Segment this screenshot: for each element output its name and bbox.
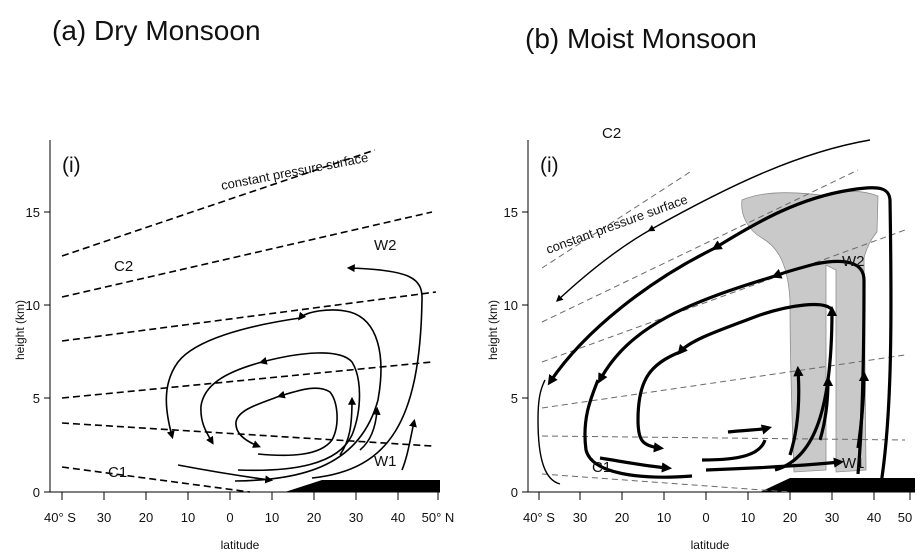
- panel-a-x-tick-label: 40° S: [44, 510, 76, 525]
- panel-a-cell-c1-label: C1: [108, 464, 127, 481]
- panel-b-y-tick-label: 5: [511, 391, 518, 406]
- panel-b-cell-c2-label: C2: [602, 125, 621, 142]
- panel-b-pressure-surfaces: [541, 169, 906, 493]
- panel-a-circulation: [165, 264, 423, 484]
- panel-a-y-tick-label: 5: [33, 391, 40, 406]
- panel-a-y-tick-label: 0: [33, 485, 40, 500]
- panel-b-x-tick-label: 40° S: [523, 510, 555, 525]
- panel-a-x-tick-label: 10: [181, 510, 195, 525]
- panel-b-cell-w2-label: W2: [842, 253, 865, 270]
- panel-b-y-tick-label: 15: [504, 205, 518, 220]
- panel-a-y-tick-marks: [44, 211, 50, 493]
- panel-b-x-tick-label: 50: [898, 510, 912, 525]
- panel-a-cell-w2-label: W2: [374, 237, 397, 254]
- panel-a-cell-w1-label: W1: [374, 453, 397, 470]
- panel-b-x-tick-label: 30: [825, 510, 839, 525]
- panel-a-x-tick-label: 20: [139, 510, 153, 525]
- panel-b-y-tick-label: 0: [511, 485, 518, 500]
- panel-b-y-axis-label: height (km): [486, 300, 500, 360]
- panel-b-x-axis-label: latitude: [691, 538, 730, 552]
- panel-a-y-tick-label: 10: [26, 298, 40, 313]
- panel-a: (a) Dry Monsoon 0 5 10 15 height (km) 40…: [13, 15, 454, 552]
- panel-a-x-tick-label: 30: [97, 510, 111, 525]
- panel-b-x-tick-label: 0: [702, 510, 709, 525]
- panel-b-outer-circulation: [537, 139, 871, 485]
- panel-a-x-tick-marks: [61, 492, 439, 500]
- panel-b-x-tick-label: 10: [741, 510, 755, 525]
- panel-a-y-axis-label: height (km): [13, 300, 27, 360]
- panel-a-cell-c2-label: C2: [114, 258, 133, 275]
- panel-a-x-tick-label: 0: [226, 510, 233, 525]
- panel-a-x-tick-label: 20: [307, 510, 321, 525]
- panel-b-title: (b) Moist Monsoon: [525, 23, 757, 54]
- panel-b-x-tick-label: 20: [615, 510, 629, 525]
- panel-a-y-tick-label: 15: [26, 205, 40, 220]
- panel-a-x-tick-label: 10: [265, 510, 279, 525]
- panel-b-constant-pressure-label: constant pressure surface: [544, 192, 690, 257]
- panel-b-y-tick-marks: [522, 211, 528, 493]
- panel-a-x-axis-label: latitude: [221, 538, 260, 552]
- panel-a-constant-pressure-label: constant pressure surface: [220, 150, 370, 193]
- panel-b-y-tick-label: 10: [504, 298, 518, 313]
- panel-b-x-tick-label: 40: [867, 510, 881, 525]
- panel-b-circulation-cells: [547, 186, 893, 491]
- panel-a-pressure-surfaces: [61, 149, 437, 493]
- panel-a-land-mass: [285, 480, 440, 492]
- panel-a-x-tick-label: 50° N: [422, 510, 455, 525]
- panel-b-x-tick-label: 10: [657, 510, 671, 525]
- panel-b-subpanel-label: (i): [540, 154, 559, 177]
- panel-b-cell-w1-label: W1: [842, 455, 865, 472]
- panel-a-title: (a) Dry Monsoon: [52, 15, 261, 46]
- panel-a-x-tick-label: 30: [349, 510, 363, 525]
- panel-b-x-tick-label: 20: [783, 510, 797, 525]
- panel-b-x-tick-marks: [538, 492, 911, 500]
- panel-a-x-tick-label: 40: [391, 510, 405, 525]
- panel-b: (b) Moist Monsoon 0 5 10 15 height (km) …: [486, 23, 915, 552]
- panel-b-cell-c1-label: C1: [592, 459, 611, 476]
- panel-b-land-mass: [760, 478, 915, 492]
- panel-b-x-tick-label: 30: [573, 510, 587, 525]
- panel-a-subpanel-label: (i): [62, 154, 81, 177]
